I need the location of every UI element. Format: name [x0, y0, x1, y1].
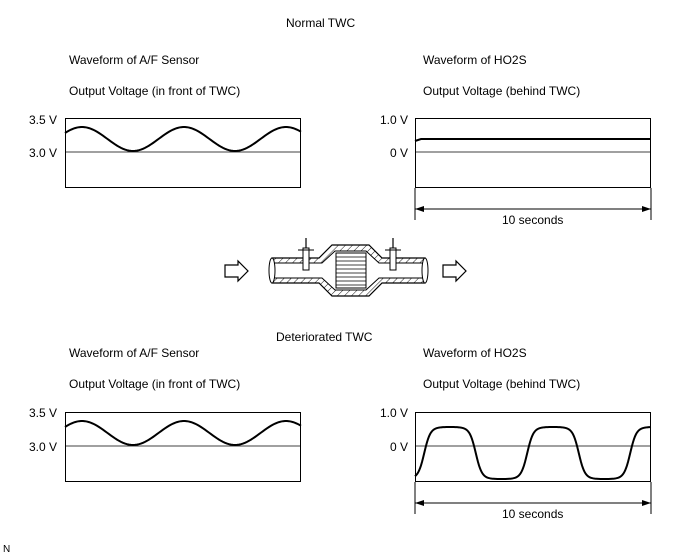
ho2s-sensor-icon — [385, 238, 401, 271]
deteriorated-ho2s-title: Waveform of HO2S — [423, 346, 527, 360]
deteriorated-af-subtitle: Output Voltage (in front of TWC) — [69, 377, 241, 391]
deteriorated-ho2s-subtitle: Output Voltage (behind TWC) — [423, 377, 581, 391]
deteriorated-ho2s-y-high: 1.0 V — [379, 406, 408, 420]
normal-af-y-low: 3.0 V — [28, 146, 57, 160]
deteriorated-time-label: 10 seconds — [502, 507, 564, 521]
normal-ho2s-graph — [415, 118, 651, 188]
normal-af-y-high: 3.5 V — [28, 113, 57, 127]
normal-af-graph — [65, 118, 301, 188]
normal-ho2s-subtitle: Output Voltage (behind TWC) — [423, 84, 581, 98]
normal-ho2s-waveform — [414, 138, 651, 153]
catalytic-converter-diagram — [224, 238, 467, 297]
normal-ho2s-y-high: 1.0 V — [379, 113, 408, 127]
outlet-arrow-icon — [442, 259, 467, 283]
inlet-arrow-icon — [224, 259, 249, 283]
deteriorated-ho2s-graph — [415, 412, 651, 482]
normal-ho2s-y-low: 0 V — [389, 146, 408, 160]
deteriorated-af-title: Waveform of A/F Sensor — [69, 346, 200, 360]
deteriorated-ho2s-waveform — [414, 426, 652, 480]
normal-time-span-arrow — [414, 188, 652, 220]
normal-af-subtitle: Output Voltage (in front of TWC) — [69, 84, 241, 98]
deteriorated-time-span-arrow — [414, 482, 652, 514]
deteriorated-af-graph — [65, 412, 301, 482]
deteriorated-ho2s-y-low: 0 V — [389, 440, 408, 454]
deteriorated-af-y-low: 3.0 V — [28, 440, 57, 454]
af-sensor-icon — [298, 238, 314, 271]
normal-twc-title: Normal TWC — [286, 16, 356, 30]
normal-time-label: 10 seconds — [502, 213, 564, 227]
normal-af-waveform — [64, 126, 302, 153]
normal-af-title: Waveform of A/F Sensor — [69, 53, 200, 67]
deteriorated-twc-title: Deteriorated TWC — [276, 330, 373, 344]
corner-label: N — [3, 544, 11, 555]
normal-ho2s-title: Waveform of HO2S — [423, 53, 527, 67]
deteriorated-af-waveform — [64, 420, 302, 447]
deteriorated-af-y-high: 3.5 V — [28, 406, 57, 420]
